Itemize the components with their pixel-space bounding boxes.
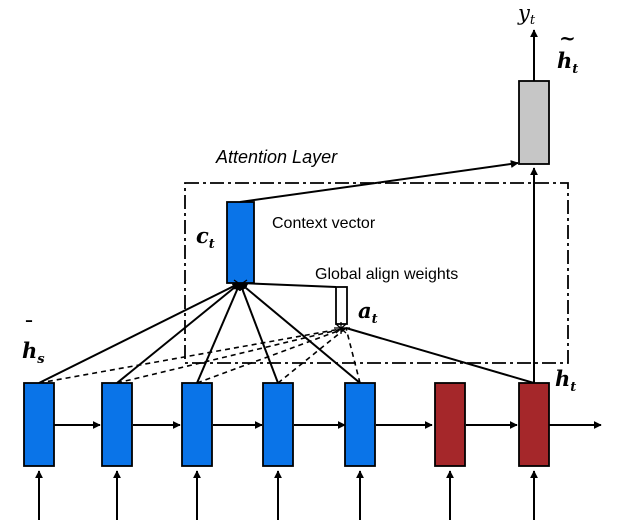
h-tilde-t-accent: ~ — [559, 26, 576, 50]
context-to-attentional-arrow — [239, 160, 519, 203]
encoder-state-5 — [344, 382, 376, 467]
encoder-state-3 — [181, 382, 213, 467]
encoder-state-2 — [101, 382, 133, 467]
context-vector — [226, 201, 255, 284]
encoder-state-1 — [23, 382, 55, 467]
decoder-state-2 — [518, 382, 550, 467]
attentional-hidden-state — [518, 80, 550, 165]
input-arrows — [35, 470, 538, 520]
y-t-symbol: yt — [517, 1, 536, 28]
context-vector-label: Context vector — [272, 215, 376, 232]
global-align-weights-label: Global align weights — [315, 266, 458, 283]
target-to-align-line — [345, 327, 535, 384]
h-t-symbol: ht — [555, 366, 576, 395]
context-arrow-cluster — [233, 279, 248, 290]
align-arrow-cluster — [334, 322, 350, 334]
decoder-state-1 — [434, 382, 466, 467]
h-tilde-t-symbol: ht — [557, 48, 578, 77]
h-bar-s-accent: ¯ — [24, 316, 34, 340]
encoder-states — [23, 382, 376, 467]
decoder-states — [434, 382, 550, 467]
c-t-symbol: ct — [196, 223, 215, 252]
h-bar-s-symbol: hs — [22, 338, 45, 367]
attention-layer-box — [184, 182, 569, 364]
attention-layer-label: Attention Layer — [215, 147, 338, 167]
encoder-state-4 — [262, 382, 294, 467]
align-weights-vector — [335, 286, 348, 325]
a-t-symbol: at — [358, 298, 378, 327]
weighted-sum-lines — [38, 279, 361, 384]
alignment-score-lines — [38, 327, 361, 384]
